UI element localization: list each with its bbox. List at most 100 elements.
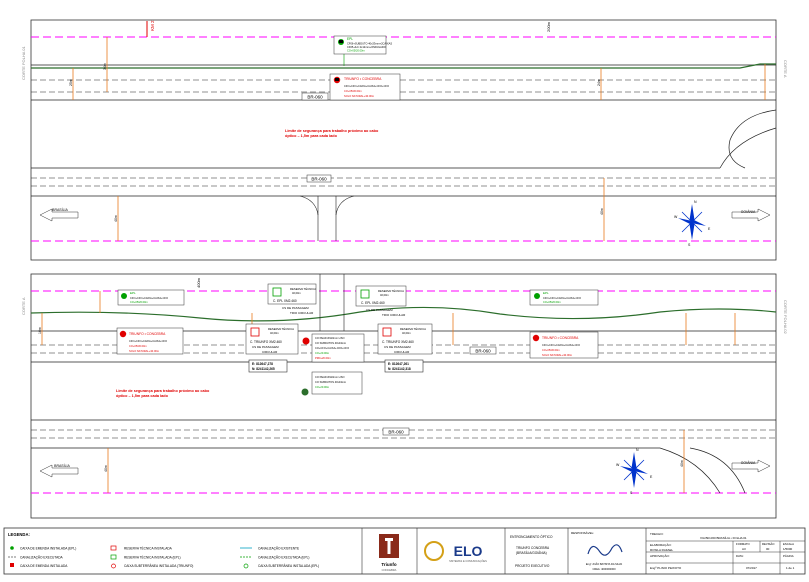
arrow-left-icon xyxy=(39,208,79,222)
corte-right: CORTE A xyxy=(783,60,788,78)
legend-item: CANALIZAÇÃO EXECUTADA (EPL) xyxy=(258,555,309,560)
escala-value: 1/5000 xyxy=(783,547,793,551)
safety-note: Limite de segurança para trabalho próxim… xyxy=(285,129,379,133)
svg-text:ELO: ELO xyxy=(454,543,483,559)
splice-box-epl-icon xyxy=(121,293,127,299)
pagina-key: PÁGINA xyxy=(783,554,794,558)
dimension-label: 25m xyxy=(69,79,73,86)
bottom-panel-frame xyxy=(30,273,777,519)
splice-box-icon xyxy=(302,337,310,345)
coord-box: E: 812647,278 N: 8241142,265 xyxy=(248,359,288,373)
road-curve xyxy=(689,447,746,494)
svg-text:CO+CFO+CAIXA+CFO+CFO: CO+CFO+CAIXA+CFO+CFO xyxy=(315,346,349,350)
road-curve xyxy=(728,109,777,169)
direction-goiania: GOIÂNIA xyxy=(741,461,756,465)
dimension-label: 34m xyxy=(103,63,107,70)
safety-note: Limite de segurança para trabalho próxim… xyxy=(116,389,210,393)
svg-text:W: W xyxy=(674,215,678,219)
legend-item: RESERVA TÉCNICA INSTALADA (EPL) xyxy=(124,555,181,560)
dimension-label: 40m xyxy=(114,215,118,222)
svg-text:N: N xyxy=(694,200,697,204)
svg-text:CO SUBDUTOS 40x34mm: CO SUBDUTOS 40x34mm xyxy=(315,380,346,384)
legend-item: CANALIZAÇÃO EXECUTADA xyxy=(20,555,63,560)
triunfo-callout: TRIUNFO • CONCEBRA CFO+CFO+CAIXA+CAIXA+C… xyxy=(116,327,184,355)
svg-text:E: E xyxy=(708,227,711,231)
trio-tag: TRIO CIRCULAR xyxy=(290,311,314,315)
info-value: Engº PLINIO PEIXOTO xyxy=(650,566,682,570)
triunfo-callout: TRIUNFO • CONCEBRA CFO+CFO+CAIXA+CAIXA+C… xyxy=(329,73,401,101)
formato-key: FORMATO xyxy=(736,542,751,546)
resp-label: RESPONSÁVEL: xyxy=(571,531,594,535)
svg-text:40,00m: 40,00m xyxy=(402,331,411,335)
direction-goiania: GOIÂNIA xyxy=(741,210,756,214)
svg-text:W: W xyxy=(616,463,620,467)
svg-text:CONCEBRA: CONCEBRA xyxy=(382,568,397,572)
legend-underground-epl-icon xyxy=(243,563,249,569)
svg-text:Triunfo: Triunfo xyxy=(381,562,396,567)
info-key: TRECHO: xyxy=(650,532,664,536)
splice-box-icon xyxy=(119,330,127,338)
legend-reserve-icon xyxy=(110,545,117,551)
svg-text:N: N xyxy=(636,448,639,452)
svg-text:N: 8241142,318: N: 8241142,318 xyxy=(388,367,411,371)
svg-text:EPL: EPL xyxy=(543,291,549,295)
project-line: (BRASÍLIA/GOIÂNIA) xyxy=(516,551,547,555)
svg-text:CO+20.00m: CO+20.00m xyxy=(315,385,329,389)
splice-box-icon xyxy=(532,334,540,342)
legend-item: CAIXA DE EMENDA INSTALADA xyxy=(20,564,68,568)
legend-item: CANALIZAÇÃO EXISTENTE xyxy=(258,546,299,551)
epl-callout: EPL CFO+CFO+CAIXA+CAIXA+CFO CO+05/20.00m xyxy=(117,289,185,306)
legend-title: LEGENDA: xyxy=(8,532,30,537)
formato-value: A3 xyxy=(742,547,746,551)
scale-label: 400m xyxy=(196,277,201,288)
epl-callout: EPL CFO+CFO+CAIXA+CAIXA+CFO CO+05/20.00m xyxy=(529,289,599,306)
svg-text:S: S xyxy=(630,491,633,495)
svg-text:CO+05/30.00m: CO+05/30.00m xyxy=(344,89,362,93)
splice-box-epl-icon xyxy=(534,293,540,299)
svg-text:CO+05/20.00m: CO+05/20.00m xyxy=(543,300,561,304)
svg-text:40,00m: 40,00m xyxy=(292,291,301,295)
bottom-panel: 10m 40m 40m 400m CORTE A CORTE FOLHA 02 … xyxy=(21,273,788,519)
svg-text:PRD+20.00m: PRD+20.00m xyxy=(315,356,331,360)
top-panel: 25m 34m 40m 24m 40m KM 2 200m CORTE FOLH… xyxy=(21,19,788,261)
project-line: TRIUNFO CONCEBRA xyxy=(516,546,550,550)
conduit-line xyxy=(30,306,777,322)
direction-brasilia: BRASÍLIA xyxy=(54,464,70,468)
dimension-label: 40m xyxy=(104,465,108,472)
svg-text:CO+05/20.00m: CO+05/20.00m xyxy=(347,49,365,53)
center-callout: CO PEAD Ø110mm LISO CO SUBDUTOS 40x34mm … xyxy=(302,333,365,363)
arrow-right-icon xyxy=(731,459,771,473)
dimension-label: 40m xyxy=(680,460,684,467)
km-label: KM 2 xyxy=(150,20,155,31)
data-key: DATA: xyxy=(736,554,744,558)
safety-note: óptico – 1,5m para cada lado xyxy=(285,134,338,138)
svg-text:CO SUBDUTOS 40x34mm: CO SUBDUTOS 40x34mm xyxy=(315,341,346,345)
arrow-left-icon xyxy=(39,464,79,478)
svg-text:CO PEAD Ø110mm LISO: CO PEAD Ø110mm LISO xyxy=(315,336,345,340)
corte-left: CORTE A xyxy=(21,297,26,315)
elo-logo: ELO SISTEMAS E COMUNICAÇÕES xyxy=(424,541,487,563)
svg-text:CO PEAD Ø110mm LISO: CO PEAD Ø110mm LISO xyxy=(315,375,345,379)
legend-item: RESERVA TÉCNICA INSTALADA xyxy=(124,546,173,551)
svg-text:CFO+CFO+CAIXA+CAIXA+CFO: CFO+CFO+CAIXA+CAIXA+CFO xyxy=(130,296,168,300)
legend-item: CAIXA DE EMENDA INSTALADA (EPL) xyxy=(20,547,76,551)
svg-text:CFO+CFO+CAIXA+CAIXA+CFO: CFO+CFO+CAIXA+CAIXA+CFO xyxy=(542,343,580,347)
info-key: APROVAÇÃO: xyxy=(650,553,670,558)
side-road-curve xyxy=(335,195,355,216)
top-panel-frame xyxy=(30,19,777,261)
dimension-label: 40m xyxy=(600,208,604,215)
road-curve xyxy=(719,127,777,169)
resp-crea: CREA: 4000000000 xyxy=(592,567,616,571)
road-label-box xyxy=(306,174,332,183)
road-label-box xyxy=(301,92,329,101)
resp-name: Engº JOÃO BATISTA DA SILVA xyxy=(586,561,622,566)
legend-item: CAIXA SUBTERRÂNEA INSTALADA (TRIUNFO) xyxy=(124,564,193,568)
safety-note: óptico – 1,5m para cada lado xyxy=(116,394,169,398)
svg-text:CO+05/30.00m: CO+05/30.00m xyxy=(542,348,560,352)
svg-text:N: 8241142,265: N: 8241142,265 xyxy=(252,367,275,371)
road-label: BR-060 xyxy=(307,95,323,100)
legend-splice-icon xyxy=(10,563,14,567)
reserve-icon xyxy=(382,327,392,337)
reserve-epl-icon xyxy=(272,287,282,297)
